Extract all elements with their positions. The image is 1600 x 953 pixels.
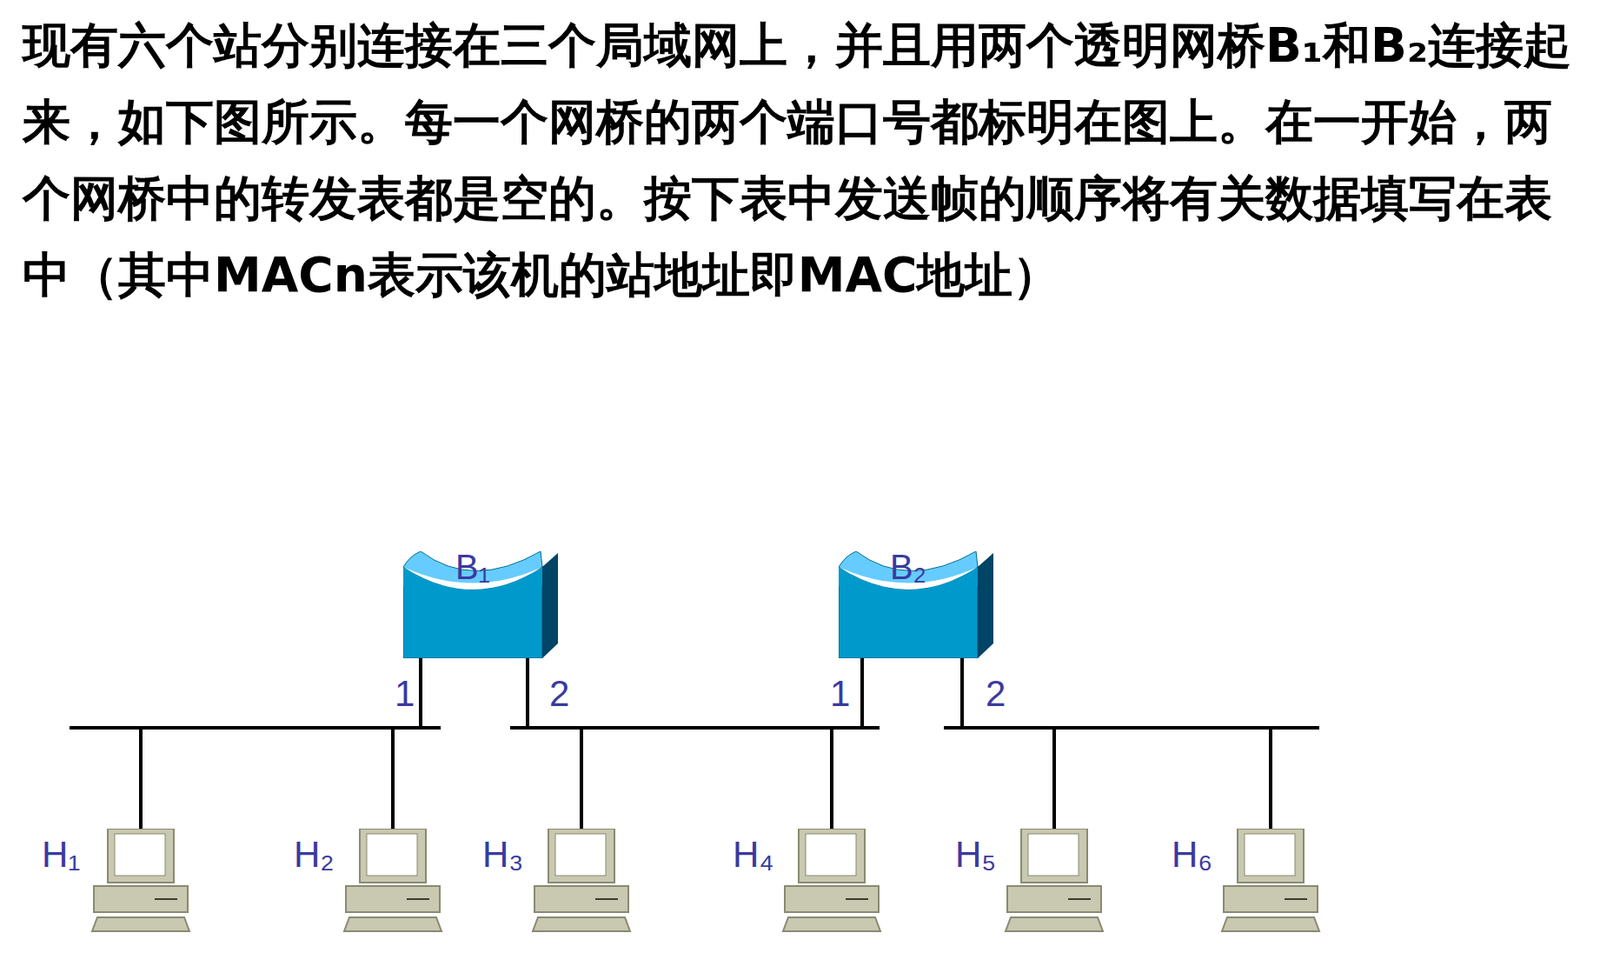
lan-link [392,657,421,829]
monitor [1021,828,1088,883]
lan-link [527,657,832,829]
bridge: B₁ [403,551,560,658]
host-name: H₆ [1171,833,1213,876]
monitor [798,828,865,883]
problem-statement: 现有六个站分别连接在三个局域网上，并且用两个透明网桥B₁和B₂连接起来，如下图所… [22,6,1587,313]
bridge-side [542,552,558,658]
monitor [107,828,174,883]
drive-slot [154,897,178,900]
lan-link [140,657,421,829]
port-number: 2 [985,672,1006,715]
lan-link [962,657,1055,829]
screen [1028,833,1079,876]
monitor [359,828,426,883]
host-computer: H₄ [732,828,883,937]
host-computer: H₅ [955,828,1105,937]
drive-slot [1284,897,1308,900]
lan-link [527,657,582,829]
system-unit [345,885,440,912]
system-unit [784,885,879,912]
system-unit [1007,885,1102,912]
screen [555,833,606,876]
monitor [548,828,615,883]
bridge-side [977,552,994,658]
port-number: 1 [829,672,850,715]
keyboard [1221,916,1320,931]
host-computer: H₆ [1171,828,1322,937]
monitor [1237,828,1304,883]
host-computer: H₁ [41,828,192,937]
keyboard [783,916,881,931]
lan-link [581,657,863,829]
host-name: H₅ [955,833,996,876]
port-number: 1 [394,672,415,715]
keyboard [1005,916,1103,931]
host-computer: H₃ [482,828,632,937]
drive-slot [845,897,869,900]
port-number: 2 [549,672,570,715]
drive-slot [1068,897,1091,900]
lan-link [527,657,863,728]
bridge-name: B₂ [838,547,978,587]
lan-link [962,657,1271,829]
host-name: H₁ [41,833,81,876]
host-name: H₃ [482,833,524,876]
drive-slot [406,897,430,900]
screen [1244,833,1295,876]
host-computer: H₂ [293,828,444,937]
host-name: H₄ [732,833,774,876]
keyboard [532,916,631,931]
system-unit [534,885,629,912]
bridge-name: B₁ [403,547,543,587]
system-unit [1223,885,1318,912]
bridge: B₂ [838,551,996,658]
keyboard [344,916,442,931]
screen [114,833,166,876]
screen [805,833,857,876]
screen [366,833,418,876]
drive-slot [595,897,618,900]
host-name: H₂ [293,833,335,876]
system-unit [93,885,188,912]
keyboard [92,916,190,931]
